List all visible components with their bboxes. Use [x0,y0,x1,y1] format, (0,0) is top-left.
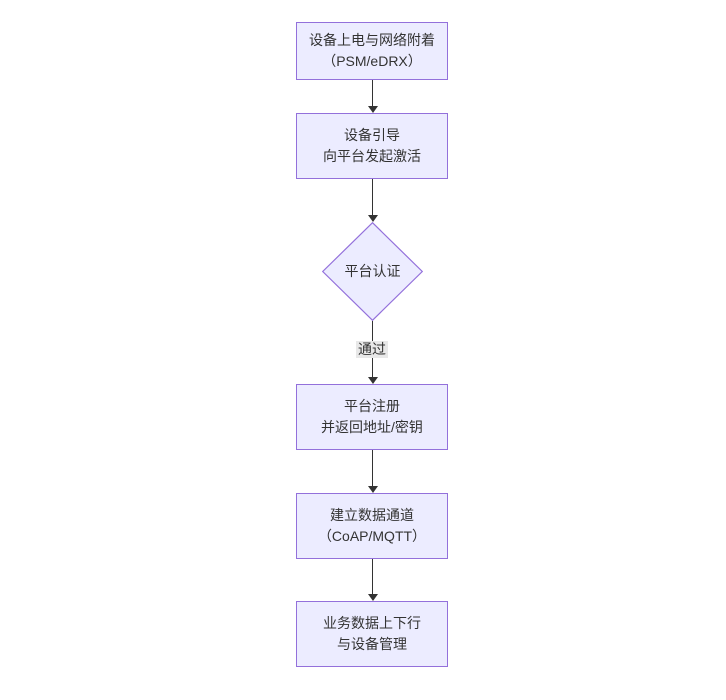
edge-line [372,559,373,594]
arrowhead-down-icon [367,377,378,384]
node-text-line: 平台认证 [344,263,401,279]
node-device-bootstrap: 设备引导 向平台发起激活 [296,113,448,179]
node-platform-register: 平台注册 并返回地址/密钥 [296,384,448,450]
node-text-line: 平台注册 [344,398,400,414]
node-text-line: 向平台发起激活 [323,148,421,164]
node-text-line: 建立数据通道 [330,507,414,523]
node-text-line: （CoAP/MQTT） [317,528,427,544]
node-text-line: 设备上电与网络附着 [309,32,435,48]
arrowhead-down-icon [367,215,378,222]
arrowhead-down-icon [367,594,378,601]
diamond-shape [322,222,423,321]
node-text-line: 设备引导 [344,127,400,143]
arrowhead-down-icon [367,486,378,493]
node-power-network-attach: 设备上电与网络附着 （PSM/eDRX） [296,22,448,80]
node-text-line: 与设备管理 [337,636,407,652]
decision-platform-auth: 平台认证 [322,222,423,321]
arrowhead-down-icon [367,106,378,113]
edge-label-pass: 通过 [356,341,388,358]
edge-line [372,80,373,106]
node-text-line: 业务数据上下行 [323,615,421,631]
node-text-line: （PSM/eDRX） [322,53,422,69]
node-data-channel: 建立数据通道 （CoAP/MQTT） [296,493,448,559]
node-text-line: 并返回地址/密钥 [321,419,423,435]
edge-line [372,179,373,215]
node-business-data-device-mgmt: 业务数据上下行 与设备管理 [296,601,448,667]
edge-line [372,450,373,486]
